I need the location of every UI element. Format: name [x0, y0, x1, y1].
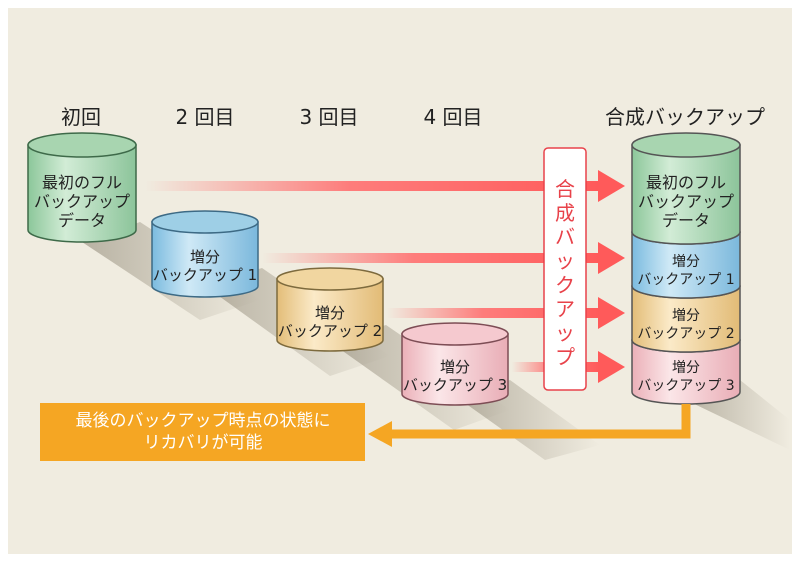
cylinder-full-backup: 最初のフル バックアップ データ	[27, 132, 137, 243]
inc2-label-line1: 増分	[315, 304, 345, 322]
synth-full-line2: バックアップ	[638, 192, 734, 211]
column-label-third: 3 回目	[299, 105, 358, 129]
cylinder-incremental-3: 増分 バックアップ 3	[401, 322, 509, 406]
restore-note-line1: 最後のバックアップ時点の状態に	[76, 411, 331, 431]
synth-char-5: ア	[555, 297, 575, 321]
synth-char-1: 成	[555, 201, 575, 225]
column-label-initial: 初回	[61, 105, 101, 129]
arrow-inc1	[262, 242, 625, 274]
cylinder-incremental-1: 増分 バックアップ 1	[151, 210, 259, 298]
synth-inc3-line1: 増分	[672, 360, 700, 376]
arrow-full	[145, 170, 625, 202]
inc2-label-line2: バックアップ 2	[278, 322, 382, 340]
synth-char-3: ッ	[555, 249, 575, 273]
synthetic-label-box: 合 成 バ ッ ク ア ッ プ	[543, 147, 587, 391]
inc3-label-line1: 増分	[440, 358, 470, 376]
arrow-inc2	[387, 297, 625, 329]
restore-note-line2: リカバリが可能	[144, 433, 263, 453]
synth-inc1-line1: 増分	[672, 254, 700, 270]
column-label-synthetic: 合成バックアップ	[605, 105, 765, 129]
synth-char-6: ッ	[555, 321, 575, 345]
synth-char-2: バ	[555, 225, 575, 249]
synth-inc2-line1: 増分	[672, 308, 700, 324]
cylinder-incremental-2: 増分 バックアップ 2	[276, 267, 384, 352]
full-label-line2: バックアップ	[34, 192, 130, 211]
inc1-label-line1: 増分	[190, 248, 220, 266]
column-label-second: 2 回目	[175, 105, 234, 129]
restore-arrow	[368, 404, 691, 447]
synth-inc2-line2: バックアップ 2	[637, 326, 734, 342]
inc3-label-line2: バックアップ 3	[403, 376, 507, 394]
synth-full-line3: データ	[662, 211, 710, 230]
synth-inc1-line2: バックアップ 1	[637, 272, 734, 288]
full-label-line3: データ	[58, 211, 106, 230]
synth-full-line1: 最初のフル	[646, 173, 726, 192]
synth-char-7: プ	[555, 345, 575, 369]
restore-note: 最後のバックアップ時点の状態に リカバリが可能	[40, 403, 365, 461]
synth-inc3-line2: バックアップ 3	[637, 378, 734, 394]
cylinder-synthetic-backup: 最初のフル バックアップ データ 増分 バックアップ 1 増分 バックアップ 2…	[631, 132, 741, 405]
column-label-fourth: 4 回目	[423, 105, 482, 129]
inc1-label-line2: バックアップ 1	[153, 266, 257, 284]
synth-char-0: 合	[555, 177, 575, 201]
synth-char-4: ク	[555, 273, 575, 297]
full-label-line1: 最初のフル	[42, 173, 122, 192]
